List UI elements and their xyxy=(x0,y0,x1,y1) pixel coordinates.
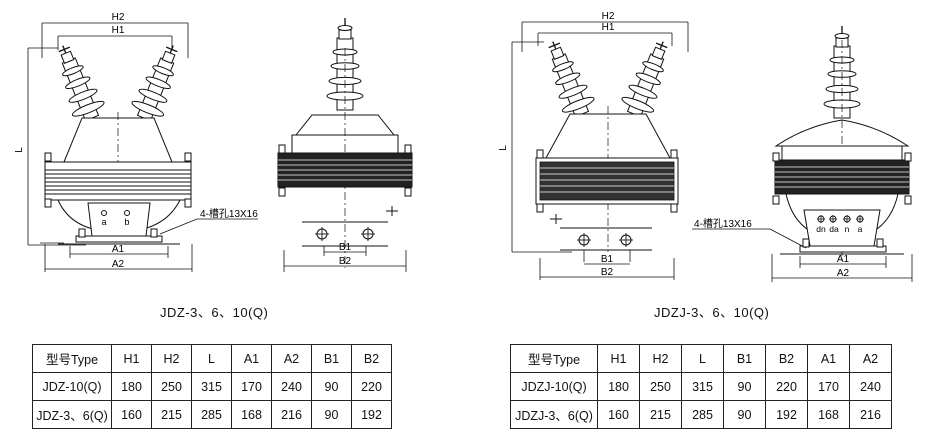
table-cell: JDZJ-3、6(Q) xyxy=(510,400,598,429)
right-spec-table: 型号Type H1 H2 L B1 B2 A1 A2 JDZJ-10(Q) 18… xyxy=(510,344,892,429)
left-h1-label: H1 xyxy=(112,25,125,36)
left-terminal-a: a xyxy=(101,217,106,227)
right-front-view: H2 H1 L B1 B2 xyxy=(498,11,689,280)
right-l-label: L xyxy=(498,145,509,151)
table-cell: 90 xyxy=(311,372,352,401)
table-cell: 240 xyxy=(271,372,312,401)
left-l-label: L xyxy=(14,147,25,153)
right-caption: JDZJ-3、6、10(Q) xyxy=(654,305,770,320)
table-cell: 192 xyxy=(765,400,808,429)
table-cell: 180 xyxy=(111,372,152,401)
left-b1-label: B1 xyxy=(339,242,352,253)
table-cell: 90 xyxy=(723,400,766,429)
table-cell: 168 xyxy=(807,400,850,429)
header-cell: B2 xyxy=(351,344,392,373)
left-a2-label: A2 xyxy=(112,259,125,270)
table-cell: 285 xyxy=(191,400,232,429)
header-cell: L xyxy=(681,344,724,373)
right-h2-label: H2 xyxy=(602,11,615,22)
table-cell: 220 xyxy=(765,372,808,401)
right-b2-label: B2 xyxy=(601,267,614,278)
left-h2-label: H2 xyxy=(112,12,125,23)
table-row: JDZJ-3、6(Q) 160 215 285 90 192 168 216 xyxy=(510,400,892,429)
table-cell: 315 xyxy=(191,372,232,401)
table-cell: 315 xyxy=(681,372,724,401)
right-side-view: dn da n a 4-槽孔13X16 A1 A2 xyxy=(692,25,913,282)
table-cell: 160 xyxy=(597,400,640,429)
left-b2-label: B2 xyxy=(339,256,352,267)
left-spec-table: 型号Type H1 H2 L A1 A2 B1 B2 JDZ-10(Q) 180… xyxy=(32,344,392,429)
table-header-row: 型号Type H1 H2 L A1 A2 B1 B2 xyxy=(32,344,392,373)
header-cell: B2 xyxy=(765,344,808,373)
table-cell: 216 xyxy=(271,400,312,429)
right-terminal-dn: dn xyxy=(816,224,826,234)
left-caption: JDZ-3、6、10(Q) xyxy=(160,305,269,320)
table-cell: 215 xyxy=(639,400,682,429)
table-cell: 215 xyxy=(151,400,192,429)
table-cell: 220 xyxy=(351,372,392,401)
left-terminal-b: b xyxy=(124,217,129,227)
left-a1-label: A1 xyxy=(112,244,125,255)
table-cell: 160 xyxy=(111,400,152,429)
left-side-view: B1 B2 xyxy=(277,17,413,272)
header-cell: A2 xyxy=(849,344,892,373)
header-cell: L xyxy=(191,344,232,373)
table-cell: 170 xyxy=(231,372,272,401)
table-cell: 240 xyxy=(849,372,892,401)
header-cell: H1 xyxy=(111,344,152,373)
table-row: JDZJ-10(Q) 180 250 315 90 220 170 240 xyxy=(510,372,892,401)
table-cell: 250 xyxy=(151,372,192,401)
table-header-row: 型号Type H1 H2 L B1 B2 A1 A2 xyxy=(510,344,892,373)
header-cell: 型号Type xyxy=(32,344,112,373)
right-terminal-n: n xyxy=(845,224,850,234)
table-cell: 216 xyxy=(849,400,892,429)
table-cell: 168 xyxy=(231,400,272,429)
table-row: JDZ-10(Q) 180 250 315 170 240 90 220 xyxy=(32,372,392,401)
right-b1-label: B1 xyxy=(601,254,614,265)
table-cell: 170 xyxy=(807,372,850,401)
table-cell: JDZJ-10(Q) xyxy=(510,372,598,401)
table-cell: 250 xyxy=(639,372,682,401)
right-a2-label: A2 xyxy=(837,268,850,279)
table-cell: JDZ-3、6(Q) xyxy=(32,400,112,429)
table-cell: 285 xyxy=(681,400,724,429)
header-cell: A2 xyxy=(271,344,312,373)
right-a1-label: A1 xyxy=(837,254,850,265)
header-cell: A1 xyxy=(807,344,850,373)
right-terminal-a: a xyxy=(858,224,863,234)
table-row: JDZ-3、6(Q) 160 215 285 168 216 90 192 xyxy=(32,400,392,429)
right-h1-label: H1 xyxy=(602,22,615,33)
header-cell: H1 xyxy=(597,344,640,373)
table-cell: 90 xyxy=(723,372,766,401)
header-cell: H2 xyxy=(151,344,192,373)
header-cell: 型号Type xyxy=(510,344,598,373)
table-cell: JDZ-10(Q) xyxy=(32,372,112,401)
left-slot-label: 4-槽孔13X16 xyxy=(200,207,258,220)
left-front-view: H2 H1 L a b 4-槽孔13X16 xyxy=(14,12,258,272)
header-cell: H2 xyxy=(639,344,682,373)
right-slot-label: 4-槽孔13X16 xyxy=(694,217,752,230)
table-cell: 192 xyxy=(351,400,392,429)
header-cell: B1 xyxy=(311,344,352,373)
right-terminal-da: da xyxy=(829,224,839,234)
table-cell: 90 xyxy=(311,400,352,429)
table-cell: 180 xyxy=(597,372,640,401)
header-cell: A1 xyxy=(231,344,272,373)
header-cell: B1 xyxy=(723,344,766,373)
